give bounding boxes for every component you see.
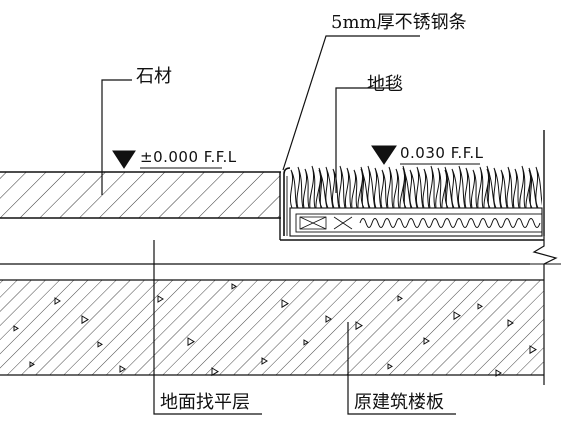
- level-triangle-stone: [112, 150, 136, 169]
- aggregate-mark: [211, 367, 219, 377]
- pile-loop: [296, 166, 304, 209]
- aggregate-mark: [453, 311, 461, 321]
- aggregate-mark: [423, 337, 430, 345]
- pile-loop: [309, 165, 316, 209]
- pile-loop: [464, 167, 472, 209]
- carpet-pile: [290, 165, 542, 209]
- pile-loop: [399, 165, 406, 209]
- screed-label: 地面找平层: [160, 392, 250, 413]
- pile-loop: [325, 166, 334, 209]
- pile-loop: [499, 169, 508, 209]
- aggregate-mark: [231, 283, 237, 290]
- carpet-level-label: 0.030 F.F.L: [400, 144, 484, 162]
- aggregate-mark: [477, 303, 483, 310]
- pile-loop: [402, 167, 412, 209]
- stone-slab: [0, 171, 544, 241]
- aggregate-mark: [187, 337, 195, 347]
- aggregate-mark: [507, 319, 514, 327]
- pile-loop: [435, 167, 442, 209]
- aggregate-mark: [303, 339, 309, 346]
- pile-loop: [393, 168, 400, 209]
- pile-loop: [477, 166, 484, 209]
- pile-loop: [290, 169, 298, 209]
- steel-strip-label: 5mm厚不锈钢条: [331, 12, 467, 33]
- pile-loop: [512, 168, 520, 209]
- aggregate-marks: [13, 283, 537, 377]
- pile-loop: [318, 169, 328, 209]
- pile-loop: [338, 165, 346, 209]
- pile-loop: [315, 167, 322, 209]
- stone-label: 石材: [136, 66, 172, 87]
- pile-loop: [415, 166, 424, 209]
- pile-loop: [386, 166, 394, 209]
- pile-loop: [493, 167, 502, 209]
- pile-loop: [506, 166, 514, 209]
- aggregate-mark: [325, 315, 332, 323]
- level-markers: [112, 145, 480, 169]
- aggregate-mark: [119, 365, 126, 373]
- stone-level-label: ±0.000 F.F.L: [140, 148, 237, 166]
- pile-loop: [357, 166, 364, 209]
- leader-carpet: [335, 87, 394, 193]
- pile-loop: [528, 169, 538, 209]
- aggregate-mark: [387, 363, 393, 370]
- leader-screed: [153, 240, 262, 415]
- pile-loop: [331, 168, 340, 209]
- pile-loop: [535, 166, 542, 209]
- pile-loop: [525, 167, 532, 209]
- pile-loop: [457, 165, 466, 209]
- pile-loop: [470, 169, 478, 209]
- pile-loop: [486, 165, 496, 209]
- steel-strip: [283, 167, 291, 236]
- aggregate-mark: [157, 295, 164, 303]
- pile-loop: [451, 168, 460, 209]
- leader-slab: [347, 322, 456, 415]
- aggregate-mark: [97, 341, 103, 348]
- pile-loop: [360, 168, 370, 209]
- slab-label: 原建筑楼板: [354, 392, 444, 413]
- pile-loop: [444, 166, 454, 209]
- aggregate-mark: [281, 299, 289, 309]
- aggregate-mark: [397, 295, 403, 302]
- pile-loop: [409, 169, 418, 209]
- pile-loop: [344, 167, 352, 209]
- pile-loop: [422, 168, 430, 209]
- level-triangle-carpet: [371, 145, 397, 165]
- aggregate-mark: [261, 357, 268, 365]
- aggregate-mark: [355, 321, 363, 331]
- aggregate-mark: [13, 325, 19, 332]
- pile-loop: [373, 167, 382, 209]
- pile-loop: [483, 168, 490, 209]
- leader-stone: [101, 79, 132, 195]
- pile-loop: [380, 169, 388, 209]
- pile-loop: [441, 169, 448, 209]
- pile-loop: [519, 165, 526, 209]
- leader-steel-strip: [282, 35, 420, 171]
- carpet-label: 地毯: [367, 74, 403, 95]
- carpet-underlay: [289, 207, 543, 237]
- pile-loop: [428, 165, 436, 209]
- structural-slab: [0, 263, 544, 377]
- leader-lines: [101, 35, 456, 415]
- aggregate-mark: [529, 345, 537, 355]
- aggregate-mark: [81, 315, 89, 325]
- aggregate-mark: [495, 369, 502, 377]
- pile-loop: [351, 169, 358, 209]
- pile-loop: [367, 165, 376, 209]
- pile-loop: [302, 168, 310, 209]
- aggregate-mark: [54, 297, 61, 305]
- aggregate-mark: [29, 361, 35, 368]
